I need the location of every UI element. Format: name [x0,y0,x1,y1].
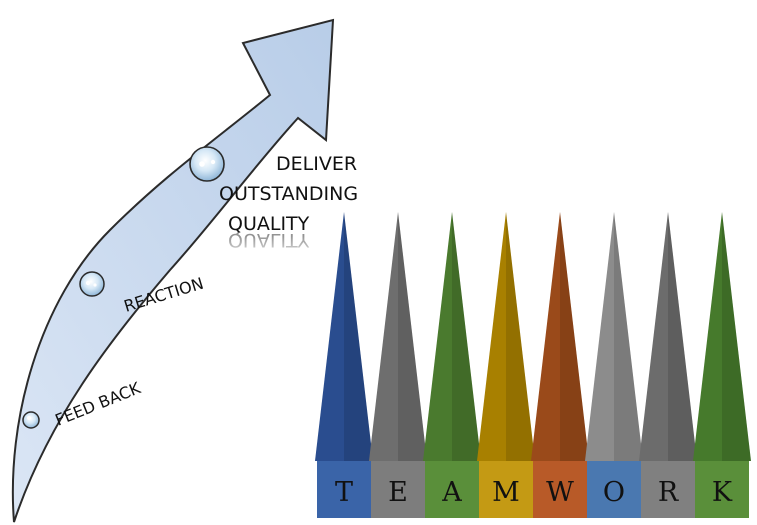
teamwork-letter-k-7: K [693,212,751,518]
growth-arrow [11,18,335,523]
letter-box [371,461,425,518]
bubble-reaction [79,271,105,297]
spike-shade [398,212,427,461]
spike [639,212,697,461]
teamwork-letter-a-2: A [423,212,481,518]
bubble-feedback [22,411,40,429]
teamwork-letter-e-1: E [369,212,427,518]
teamwork-letter-m-3: M [477,212,535,518]
spike [585,212,643,461]
spike-shade [344,212,373,461]
spike [315,212,373,461]
teamwork-letter-r-6: R [639,212,697,518]
letter-char: E [388,477,408,508]
spike-shade [614,212,643,461]
letter-char: K [712,477,733,508]
spike [531,212,589,461]
stage-label-deliver: DELIVER OUTSTANDING QUALITY QUALITY [219,153,358,262]
reflection-fade [225,236,335,262]
letter-box [479,461,533,518]
letter-char: O [603,477,625,508]
letter-box [425,461,479,518]
letter-box [695,461,749,518]
spike [369,212,427,461]
letter-char: M [492,477,520,508]
spike-shade [668,212,697,461]
bubble-deliver [189,146,225,182]
letter-box [317,461,371,518]
spike-shade [452,212,481,461]
spike [423,212,481,461]
letter-box [533,461,587,518]
spike [477,212,535,461]
teamwork-letter-w-4: W [531,212,589,518]
teamwork-letter-o-5: O [585,212,643,518]
spike-shade [506,212,535,461]
deliver-line-3: QUALITY [228,213,310,235]
letter-char: T [335,477,353,508]
spike-shade [722,212,751,461]
deliver-line-2: OUTSTANDING [219,183,358,205]
letter-char: R [658,477,679,508]
teamwork-letter-t-0: T [315,212,373,518]
deliver-line-1: DELIVER [276,153,357,175]
letter-char: A [441,477,462,508]
letter-box [587,461,641,518]
letter-box [641,461,695,518]
spike-shade [560,212,589,461]
spike [693,212,751,461]
letter-char: W [546,477,574,508]
